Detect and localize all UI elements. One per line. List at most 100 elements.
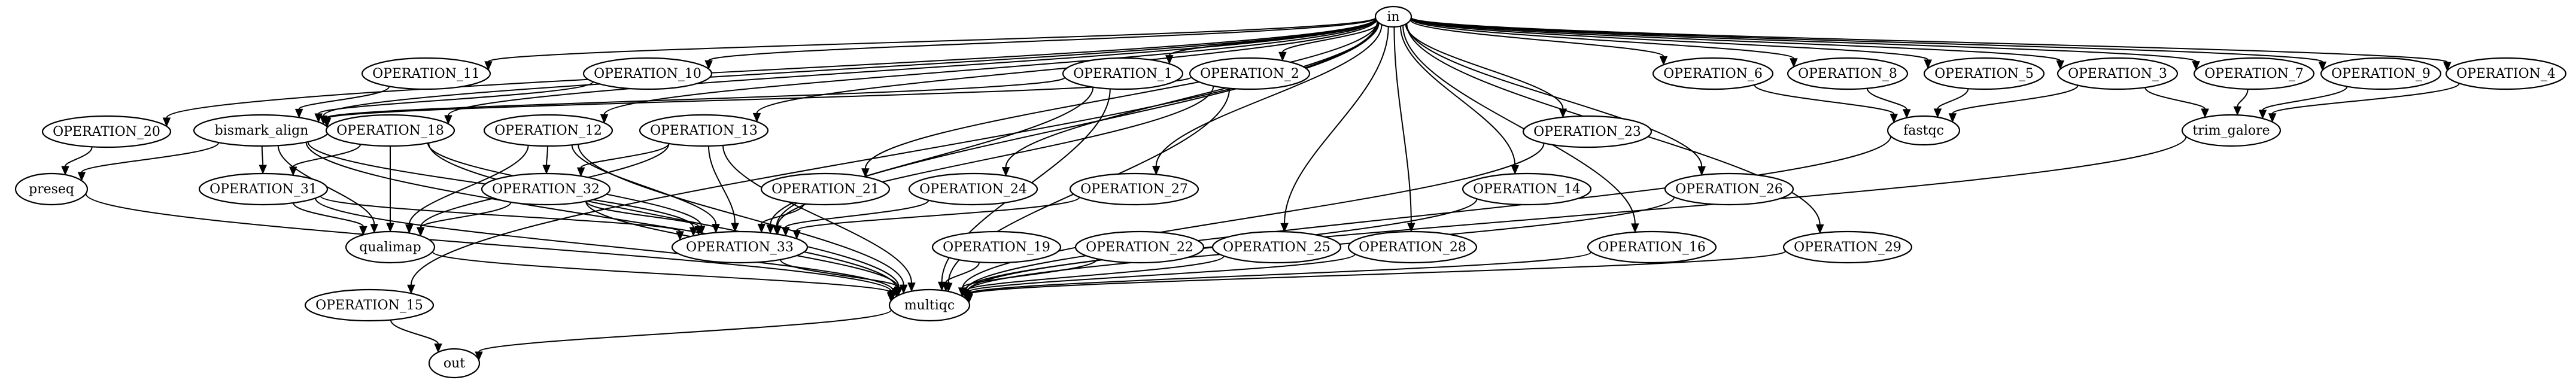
node-op18[interactable]: OPERATION_18 (325, 114, 455, 147)
node-shape (2056, 57, 2179, 90)
edge-line (298, 86, 390, 110)
edge-line (326, 77, 1066, 118)
node-shape (639, 114, 769, 147)
node-op1[interactable]: OPERATION_1 (1062, 57, 1184, 90)
node-op5[interactable]: OPERATION_5 (1923, 57, 2045, 90)
node-shape (1782, 230, 1913, 264)
node-shape (325, 114, 455, 147)
node-op13[interactable]: OPERATION_13 (639, 114, 769, 147)
node-multiqc[interactable]: multiqc (888, 288, 971, 322)
edge-line (1754, 84, 1895, 115)
node-label: OPERATION_25 (1223, 240, 1330, 255)
arrowhead-icon (1948, 113, 1957, 123)
node-op12[interactable]: OPERATION_12 (483, 114, 613, 147)
node-op20[interactable]: OPERATION_20 (41, 115, 172, 148)
node-preseq[interactable]: preseq (14, 172, 89, 206)
node-op3[interactable]: OPERATION_3 (2056, 57, 2179, 90)
edge-op15-to-out (390, 320, 442, 353)
node-op28[interactable]: OPERATION_28 (1347, 230, 1478, 264)
node-in[interactable]: in (1374, 5, 1412, 28)
edge-op4-to-trim (2268, 83, 2460, 123)
node-op9[interactable]: OPERATION_9 (2320, 57, 2442, 90)
node-op16[interactable]: OPERATION_16 (1587, 230, 1717, 264)
arrowhead-icon (600, 114, 609, 124)
edge-line (965, 255, 1225, 291)
edge-line (722, 145, 912, 283)
node-op2[interactable]: OPERATION_2 (1189, 57, 1311, 90)
node-op6[interactable]: OPERATION_6 (1652, 57, 1774, 90)
edge-line (967, 253, 1356, 293)
edge-line (945, 262, 980, 283)
node-op11[interactable]: OPERATION_11 (361, 57, 491, 90)
edge-op32-to-op33 (585, 200, 703, 236)
node-shape (1923, 57, 2045, 90)
node-op33[interactable]: OPERATION_33 (671, 230, 809, 264)
edge-op8-to-fastqc (1866, 88, 1911, 119)
edge-op31-to-qualimap (293, 202, 367, 236)
edge-line (580, 143, 670, 169)
node-op7[interactable]: OPERATION_7 (2193, 57, 2315, 90)
node-op24[interactable]: OPERATION_24 (908, 172, 1038, 206)
node-trim[interactable]: trim_galore (2181, 114, 2282, 147)
node-label: trim_galore (2192, 123, 2270, 138)
edge-in-to-op27 (1152, 24, 1383, 175)
node-op22[interactable]: OPERATION_22 (1074, 230, 1205, 264)
edge-line (166, 18, 1377, 118)
arrowhead-icon (704, 60, 713, 70)
edge-op2-to-op33 (773, 86, 1214, 235)
edge-line (1937, 88, 1969, 110)
node-label: out (443, 356, 465, 371)
node-fastqc[interactable]: fastqc (1887, 115, 1961, 146)
node-shape (671, 230, 809, 264)
arrowhead-icon (2268, 113, 2277, 123)
edge-op12-to-qualimap (405, 145, 529, 234)
node-out[interactable]: out (428, 348, 481, 379)
node-shape (481, 172, 611, 206)
node-shape (1587, 230, 1717, 264)
edge-line (2262, 86, 2348, 111)
edge-line (292, 144, 362, 168)
arrowhead-icon (1890, 114, 1898, 123)
arrowhead-icon (2443, 62, 2452, 72)
node-op21[interactable]: OPERATION_21 (760, 172, 891, 206)
arrowhead-icon (2318, 61, 2327, 71)
node-op8[interactable]: OPERATION_8 (1787, 57, 1909, 90)
edge-op1-to-op33 (766, 87, 1094, 235)
node-label: OPERATION_2 (1200, 66, 1299, 81)
edge-op9-to-trim (2258, 86, 2348, 120)
node-qualimap[interactable]: qualimap (345, 230, 436, 264)
node-op15[interactable]: OPERATION_15 (304, 288, 435, 322)
arrowhead-icon (1152, 166, 1161, 175)
edge-line (2144, 87, 2206, 110)
node-op25[interactable]: OPERATION_25 (1211, 230, 1342, 264)
node-op29[interactable]: OPERATION_29 (1782, 230, 1913, 264)
arrowhead-icon (792, 230, 801, 240)
node-op23[interactable]: OPERATION_23 (1522, 115, 1652, 148)
arrowhead-icon (1659, 56, 1668, 66)
arrowhead-icon (434, 343, 442, 353)
edge-line (318, 81, 594, 114)
arrowhead-icon (2192, 61, 2200, 71)
arrowhead-icon (1697, 166, 1706, 176)
node-label: OPERATION_22 (1086, 240, 1193, 255)
node-op14[interactable]: OPERATION_14 (1462, 172, 1592, 206)
node-op31[interactable]: OPERATION_31 (198, 172, 329, 206)
edge-line (796, 196, 1080, 231)
node-op19[interactable]: OPERATION_19 (931, 230, 1062, 264)
node-op27[interactable]: OPERATION_27 (1069, 172, 1199, 206)
node-op4[interactable]: OPERATION_4 (2445, 57, 2567, 90)
node-label: preseq (29, 182, 74, 197)
edge-op18-to-qualimap (386, 146, 394, 233)
node-label: OPERATION_24 (919, 182, 1027, 197)
node-bismark[interactable]: bismark_align (193, 114, 330, 147)
edge-op12-to-op33 (571, 145, 720, 233)
arrowhead-icon (542, 165, 551, 175)
node-op26[interactable]: OPERATION_26 (1664, 172, 1794, 206)
edge-op13-to-multiqc (722, 145, 916, 293)
node-op10[interactable]: OPERATION_10 (582, 57, 713, 90)
node-op32[interactable]: OPERATION_32 (481, 172, 611, 206)
edge-line (2237, 89, 2249, 107)
node-shape (888, 288, 971, 322)
arrowhead-icon (407, 284, 415, 294)
arrowhead-icon (894, 287, 903, 297)
